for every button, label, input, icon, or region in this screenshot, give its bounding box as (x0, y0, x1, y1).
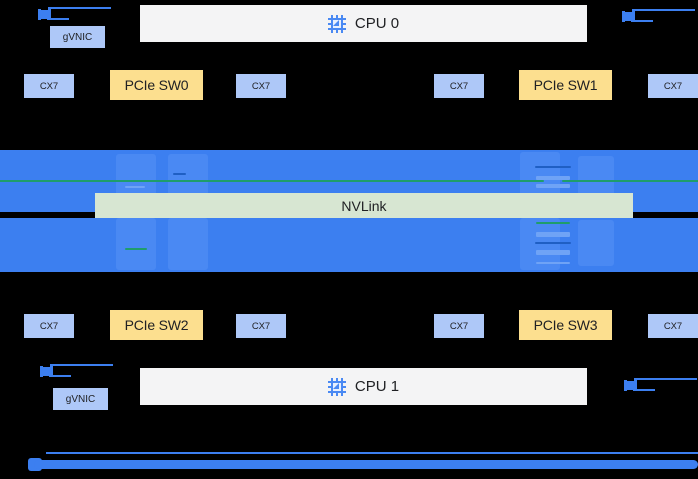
cpu-chip-icon (327, 377, 346, 396)
gvnic-nic-icon-bottom-right (624, 377, 698, 395)
cx7-label: CX7 (449, 80, 469, 92)
cx7-nic-2[interactable]: CX7 (434, 74, 484, 98)
pcie-switch-0[interactable]: PCIe SW0 (110, 70, 203, 100)
pcie-switch-1[interactable]: PCIe SW1 (519, 70, 612, 100)
gpu-card-icon (578, 220, 614, 266)
nic-lead-line (49, 364, 113, 366)
cx7-nic-0[interactable]: CX7 (24, 74, 74, 98)
gvnic-text: gVNIC (65, 393, 96, 405)
gvnic-nic-icon-bottom-left (40, 363, 114, 381)
gpu-link-line (536, 262, 570, 264)
gpu-link-line (536, 176, 570, 180)
network-card-icon (624, 378, 637, 393)
nvlink-bar[interactable]: NVLink (95, 193, 633, 218)
gpu-link-line (536, 184, 570, 188)
pcie-switch-3-label: PCIe SW3 (533, 317, 598, 333)
cx7-nic-1[interactable]: CX7 (236, 74, 286, 98)
cx7-label: CX7 (251, 320, 271, 332)
pcie-switch-2[interactable]: PCIe SW2 (110, 310, 203, 340)
pcie-switch-1-label: PCIe SW1 (533, 77, 598, 93)
gpu-row-bottom (0, 218, 698, 272)
cpu-0-label: CPU 0 (354, 15, 400, 32)
cx7-label: CX7 (39, 80, 59, 92)
cpu-1-box[interactable]: CPU 1 (140, 368, 587, 405)
cx7-label: CX7 (251, 80, 271, 92)
gpu-link-line (562, 180, 698, 182)
fabric-rail-line (46, 452, 698, 454)
gpu-card-icon (116, 218, 156, 270)
cpu-0-box[interactable]: CPU 0 (140, 5, 587, 42)
cx7-label: CX7 (663, 80, 683, 92)
gpu-link-line (173, 173, 186, 175)
gpu-link-line (184, 180, 544, 182)
cx7-label: CX7 (449, 320, 469, 332)
pcie-switch-0-label: PCIe SW0 (124, 77, 189, 93)
nic-lead-line (633, 378, 697, 380)
cpu-chip-icon (327, 14, 346, 33)
nic-lead-line-short (49, 375, 71, 377)
gpu-link-line (535, 242, 571, 244)
network-card-icon (38, 7, 51, 22)
network-card-icon (622, 9, 635, 24)
gpu-link-line (536, 250, 570, 255)
nic-lead-line (631, 9, 695, 11)
gpu-card-icon (168, 218, 208, 270)
gvnic-label-top[interactable]: gVNIC (50, 26, 105, 48)
gpu-link-line (125, 248, 147, 250)
gvnic-label-bottom[interactable]: gVNIC (53, 388, 108, 410)
gpu-link-line (536, 232, 570, 237)
nic-lead-line (47, 7, 111, 9)
gpu-link-line (536, 222, 570, 224)
gvnic-nic-icon-top-right (622, 8, 696, 26)
gpu-link-line (0, 180, 238, 182)
fabric-rail (34, 460, 698, 469)
cpu-1-label: CPU 1 (354, 378, 400, 395)
pcie-switch-3[interactable]: PCIe SW3 (519, 310, 612, 340)
gpu-card-icon (520, 218, 560, 270)
cx7-nic-7[interactable]: CX7 (648, 314, 698, 338)
nvlink-label: NVLink (341, 197, 387, 214)
gvnic-nic-icon-top-left (38, 6, 112, 24)
gpu-link-line (125, 186, 145, 188)
nic-lead-line-short (631, 20, 653, 22)
cx7-label: CX7 (39, 320, 59, 332)
nic-lead-line-short (47, 18, 69, 20)
nic-lead-line-short (633, 389, 655, 391)
pcie-switch-2-label: PCIe SW2 (124, 317, 189, 333)
gvnic-text: gVNIC (62, 31, 93, 43)
cx7-label: CX7 (663, 320, 683, 332)
gpu-link-line (535, 166, 571, 168)
cx7-nic-3[interactable]: CX7 (648, 74, 698, 98)
cx7-nic-6[interactable]: CX7 (434, 314, 484, 338)
network-card-icon (40, 364, 53, 379)
cx7-nic-4[interactable]: CX7 (24, 314, 74, 338)
cx7-nic-5[interactable]: CX7 (236, 314, 286, 338)
